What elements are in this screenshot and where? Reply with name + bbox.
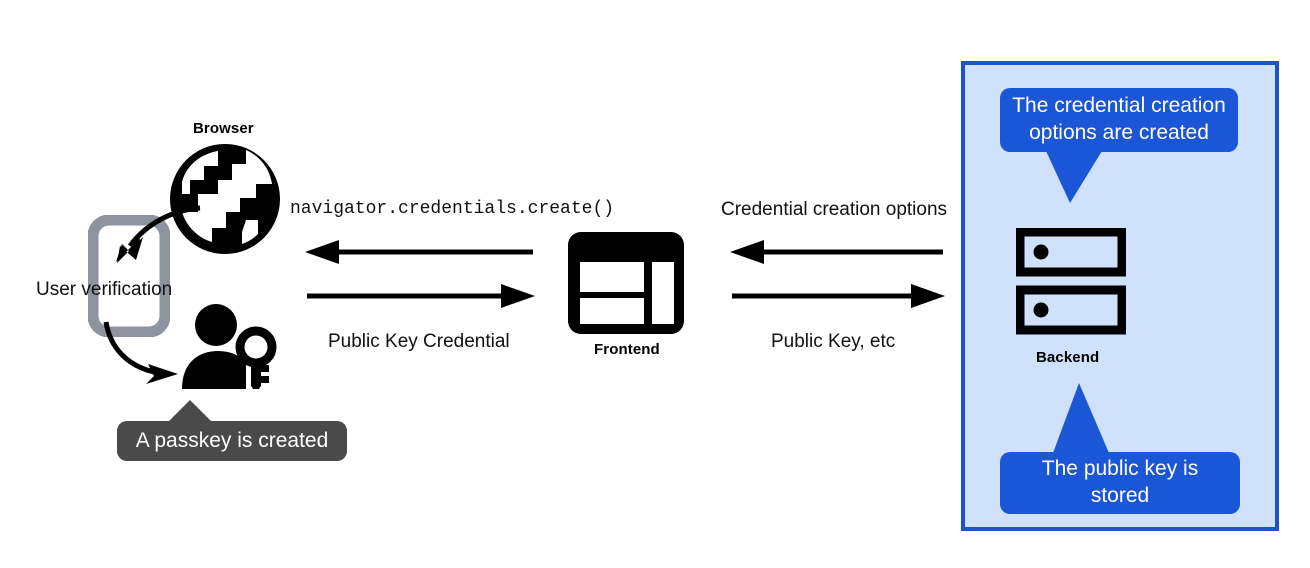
browser-frontend-arrow-right xyxy=(305,284,535,308)
server-stack-icon xyxy=(1015,227,1127,336)
options-created-line1: The credential creation xyxy=(1012,94,1226,118)
frontend-backend-arrow-left xyxy=(730,240,945,264)
user-with-key-icon xyxy=(180,303,280,393)
public-key-stored-line2: stored xyxy=(1090,484,1150,507)
passkey-callout-tail xyxy=(168,400,212,422)
globe-icon xyxy=(168,142,282,256)
mobile-phone-icon xyxy=(87,214,171,338)
browser-to-phone-arrow xyxy=(96,200,206,270)
public-key-credential-label: Public Key Credential xyxy=(328,331,510,352)
public-key-stored-callout-tail xyxy=(1051,383,1115,455)
credential-creation-options-label: Credential creation options xyxy=(721,199,948,220)
options-created-callout: The credential creation options are crea… xyxy=(1000,88,1238,152)
browser-label: Browser xyxy=(193,120,254,137)
passkey-created-text: A passkey is created xyxy=(135,428,329,452)
backend-label: Backend xyxy=(1036,349,1100,366)
passkey-created-callout: A passkey is created xyxy=(117,421,347,461)
public-key-etc-label: Public Key, etc xyxy=(771,331,896,352)
phone-to-user-arrow xyxy=(100,318,200,390)
frontend-backend-arrow-right xyxy=(730,284,945,308)
user-verification-label: User verification xyxy=(36,279,173,300)
options-created-callout-tail xyxy=(1046,151,1106,205)
browser-frontend-arrow-left xyxy=(305,240,535,264)
browser-layout-icon xyxy=(568,232,684,334)
public-key-stored-callout: The public key is stored xyxy=(1000,452,1240,514)
options-created-line2: options are created xyxy=(1029,121,1209,144)
frontend-label: Frontend xyxy=(594,341,660,358)
navigator-credentials-create-label: navigator.credentials.create() xyxy=(290,199,615,219)
public-key-stored-line1: The public key is xyxy=(1041,457,1199,481)
